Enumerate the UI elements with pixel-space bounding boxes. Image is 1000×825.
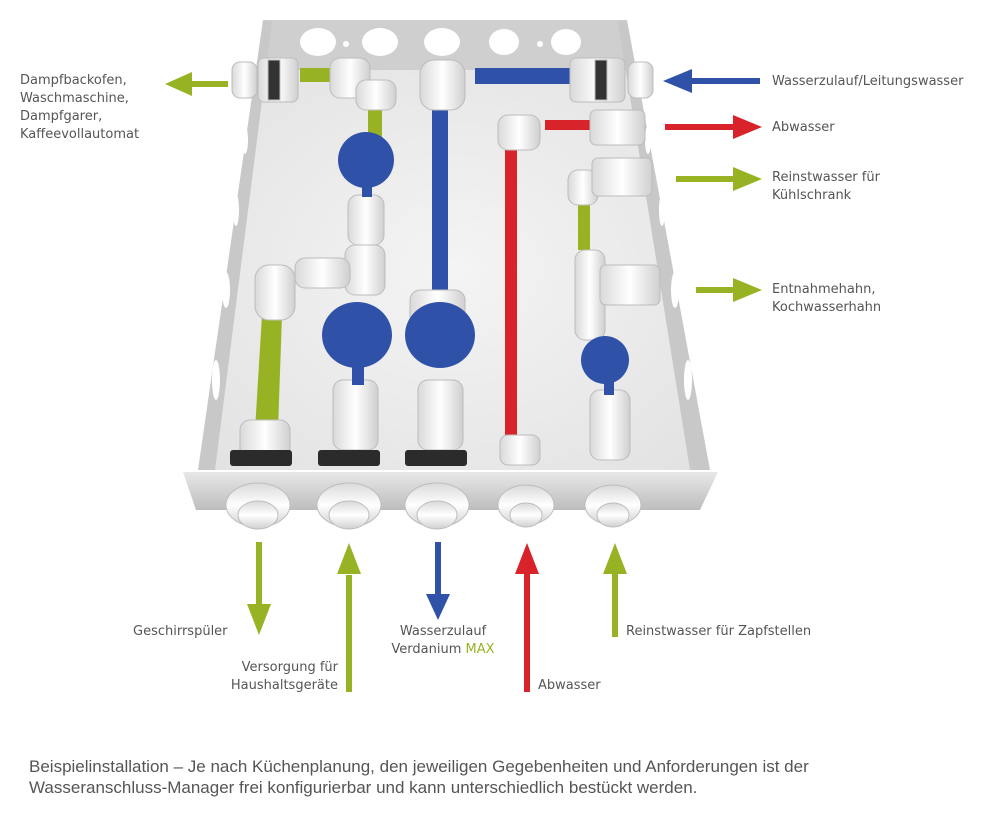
- arrow-up-green: [337, 543, 361, 692]
- label-line: Wasserzulauf: [399, 624, 487, 639]
- arrow-down-green: [247, 542, 271, 635]
- valve-top-left: [338, 132, 394, 188]
- pipe-green-left: [255, 315, 282, 430]
- label-entnahmehahn: Entnahmehahn, Kochwasserhahn: [772, 281, 881, 317]
- arrow-right-blue: [663, 69, 760, 93]
- pipe-red-vert: [505, 145, 517, 445]
- pipe-blue-vert: [432, 100, 448, 330]
- arrow-down-blue: [426, 542, 450, 620]
- label-wasserzulauf-verdanium: Wasserzulauf Verdanium MAX: [378, 623, 508, 659]
- pipe-red-top: [545, 120, 595, 130]
- box-left-wall: [198, 20, 272, 470]
- label-reinstwasser-kuehlschrank: Reinstwasser für Kühlschrank: [772, 169, 880, 205]
- valve-mid-center: [405, 302, 475, 368]
- arrow-up-green-2: [603, 543, 627, 637]
- label-line: Waschmaschine,: [20, 91, 129, 106]
- label-geschirrspueler: Geschirrspüler: [133, 624, 228, 639]
- label-line: Entnahmehahn,: [772, 282, 876, 297]
- lock-rings: [230, 450, 467, 466]
- valve-handles: [322, 132, 629, 395]
- caption-line: Wasseranschluss-Manager frei konfigurier…: [29, 778, 698, 797]
- caption-line: Beispielinstallation – Je nach Küchenpla…: [29, 757, 809, 776]
- label-line: Dampfbackofen,: [20, 73, 127, 88]
- arrow-up-red: [515, 543, 539, 692]
- arrow-right-green-1: [676, 167, 762, 191]
- label-line: Versorgung für: [241, 660, 338, 675]
- arrow-right-green-2: [696, 278, 762, 302]
- arrow-left-green: [165, 72, 228, 96]
- side-wall-holes: [212, 126, 692, 400]
- valve-right: [581, 336, 629, 384]
- label-appliances-top-left: Dampfbackofen, Waschmaschine, Dampfgarer…: [20, 72, 139, 144]
- label-line: Kaffeevollautomat: [20, 127, 140, 142]
- label-line: Kochwasserhahn: [772, 300, 882, 315]
- label-wasserzulauf-leitungswasser: Wasserzulauf/Leitungswasser: [772, 74, 964, 89]
- label-reinstwasser-zapfstellen: Reinstwasser für Zapfstellen: [626, 624, 812, 639]
- pipe-blue-top: [475, 68, 585, 84]
- label-line: Reinstwasser für: [772, 170, 880, 185]
- front-panel-outlets: [225, 482, 642, 530]
- brand-accent-max: MAX: [465, 642, 495, 657]
- caption: Beispielinstallation – Je nach Küchenpla…: [29, 756, 979, 798]
- valve-mid-left: [322, 302, 392, 368]
- back-wall-holes: [300, 28, 581, 56]
- label-line: Kühlschrank: [772, 188, 852, 203]
- label-line: Dampfgarer,: [20, 109, 103, 124]
- label-versorgung-haushaltsgeraete: Versorgung für Haushaltsgeräte: [218, 659, 338, 695]
- label-abwasser-bottom: Abwasser: [538, 678, 601, 693]
- arrow-right-red: [665, 115, 762, 139]
- label-line: Haushaltsgeräte: [230, 678, 338, 693]
- label-line: Verdanium: [391, 642, 462, 657]
- label-abwasser-right: Abwasser: [772, 120, 835, 135]
